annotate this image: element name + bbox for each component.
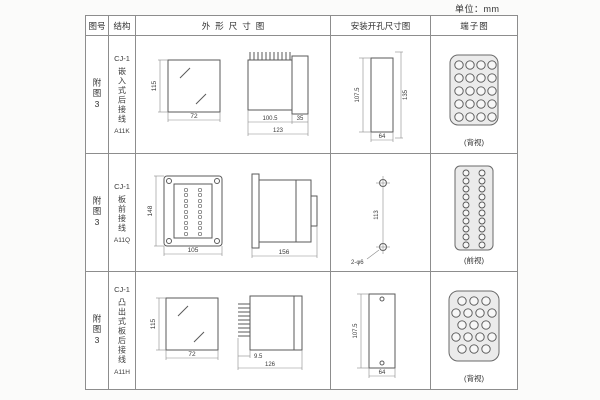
structure-label: 凸出式板后接线 xyxy=(117,298,127,365)
terminal-diagram-row1 xyxy=(449,54,499,126)
terminal-cell-row3: (背视) xyxy=(431,272,518,390)
dim-front-height: 115 xyxy=(151,80,158,91)
header-structure: 结构 xyxy=(109,16,136,36)
model-label: CJ-1 xyxy=(114,181,130,191)
type-code: A11K xyxy=(114,128,130,135)
outline-cell-row2: 148 105 156 xyxy=(136,154,331,272)
dim-side-body: 100.5 xyxy=(262,116,278,122)
outline-drawing-row3: 115 72 9.5 126 xyxy=(150,295,303,370)
dim-cutout-width: 64 xyxy=(379,370,386,376)
unit-label: 单位：mm xyxy=(455,4,500,14)
dim-side-total: 156 xyxy=(279,249,290,256)
outline-drawing-row1: 115 72 100.5 35 123 xyxy=(151,52,309,136)
dim-pin-length: 9.5 xyxy=(254,354,263,360)
outline-drawing-row2: 148 105 156 xyxy=(147,173,318,258)
fig-no-row1: 附图3 xyxy=(86,36,109,154)
dim-cutout-height: 107.5 xyxy=(353,323,359,339)
header-terminal: 端子图 xyxy=(431,16,518,36)
dim-front-width: 105 xyxy=(188,247,199,254)
terminal-view-caption: (前视) xyxy=(464,256,484,265)
dim-cutout-height: 107.5 xyxy=(355,87,361,103)
type-code: A11H xyxy=(114,368,130,376)
structure-label: 嵌入式后接线 xyxy=(117,67,127,124)
dim-cutout-width: 64 xyxy=(379,134,386,140)
dim-front-width: 72 xyxy=(190,113,198,120)
terminal-cell-row2: (前视) xyxy=(431,154,518,272)
dim-hole-spacing: 113 xyxy=(374,210,380,220)
structure-label: 板前接线 xyxy=(117,194,127,233)
dim-front-height: 115 xyxy=(150,318,157,329)
terminal-diagram-row2 xyxy=(454,165,494,251)
dim-side-flange: 35 xyxy=(297,116,304,122)
fig-no-row2: 附图3 xyxy=(86,154,109,272)
fig-no-row3: 附图3 xyxy=(86,272,109,390)
terminal-cell-row1: (背视) xyxy=(431,36,518,154)
dim-overall-height: 135 xyxy=(403,89,409,100)
structure-row1: CJ-1 嵌入式后接线 A11K xyxy=(109,36,136,154)
mounting-drawing-row1: 107.5 135 64 xyxy=(355,51,409,142)
model-label: CJ-1 xyxy=(114,54,130,63)
header-mounting: 安装开孔尺寸图 xyxy=(331,16,431,36)
mounting-cell-row3: 107.5 64 xyxy=(331,272,431,390)
terminal-diagram-row3 xyxy=(448,290,500,362)
structure-row2: CJ-1 板前接线 A11Q xyxy=(109,154,136,272)
mounting-drawing-row2: 113 2-φ6 xyxy=(351,176,390,266)
mounting-drawing-row3: 107.5 64 xyxy=(353,293,396,378)
model-label: CJ-1 xyxy=(114,285,130,295)
mounting-cell-row1: 107.5 135 64 xyxy=(331,36,431,154)
terminal-view-caption: (背视) xyxy=(464,138,484,147)
dim-front-height: 148 xyxy=(147,205,154,216)
structure-row3: CJ-1 凸出式板后接线 A11H xyxy=(109,272,136,390)
type-code: A11Q xyxy=(113,236,131,244)
header-outline: 外形尺寸图 xyxy=(136,16,331,36)
dim-front-width: 72 xyxy=(188,351,196,358)
outline-cell-row1: 115 72 100.5 35 123 xyxy=(136,36,331,154)
dim-side-total: 126 xyxy=(265,362,276,368)
spec-table: 图号 结构 外形尺寸图 安装开孔尺寸图 端子图 附图3 CJ-1 嵌入式后接线 … xyxy=(85,15,518,390)
terminal-view-caption: (背视) xyxy=(464,374,484,383)
mounting-cell-row2: 113 2-φ6 xyxy=(331,154,431,272)
dim-side-total: 123 xyxy=(273,128,284,134)
hole-spec-label: 2-φ6 xyxy=(351,260,364,266)
outline-cell-row3: 115 72 9.5 126 xyxy=(136,272,331,390)
header-fig-no: 图号 xyxy=(86,16,109,36)
